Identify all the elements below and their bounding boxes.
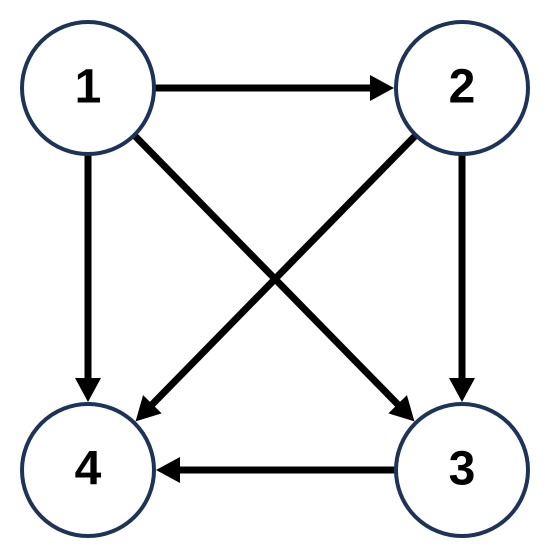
- edge-1-to-2: [154, 75, 394, 101]
- edge-3-to-4: [156, 457, 396, 483]
- nodes-layer: 1 2 3 4: [20, 20, 530, 538]
- node-1: 1: [20, 20, 156, 156]
- node-4-label: 4: [75, 443, 102, 496]
- node-1-circle: [20, 20, 156, 156]
- arrowhead-icon: [449, 378, 475, 402]
- arrowhead-icon: [370, 75, 394, 101]
- node-2-label: 2: [449, 61, 476, 114]
- edge-2-to-3: [449, 154, 475, 402]
- edge-2-to-4: [135, 132, 419, 422]
- node-1-label: 1: [75, 61, 102, 114]
- arrowhead-icon: [75, 378, 101, 402]
- arrowhead-icon: [388, 395, 415, 422]
- edge-1-to-4: [75, 154, 101, 402]
- node-2-circle: [394, 20, 530, 156]
- edge-line-2-4: [148, 132, 419, 409]
- node-3-label: 3: [449, 443, 476, 496]
- edge-1-to-3: [131, 132, 415, 422]
- node-3: 3: [394, 402, 530, 538]
- edge-line-1-3: [131, 132, 402, 409]
- edges-layer: [75, 75, 475, 483]
- arrowhead-icon: [135, 395, 162, 422]
- node-4-circle: [20, 402, 156, 538]
- node-3-circle: [394, 402, 530, 538]
- node-2: 2: [394, 20, 530, 156]
- arrowhead-icon: [156, 457, 180, 483]
- node-4: 4: [20, 402, 156, 538]
